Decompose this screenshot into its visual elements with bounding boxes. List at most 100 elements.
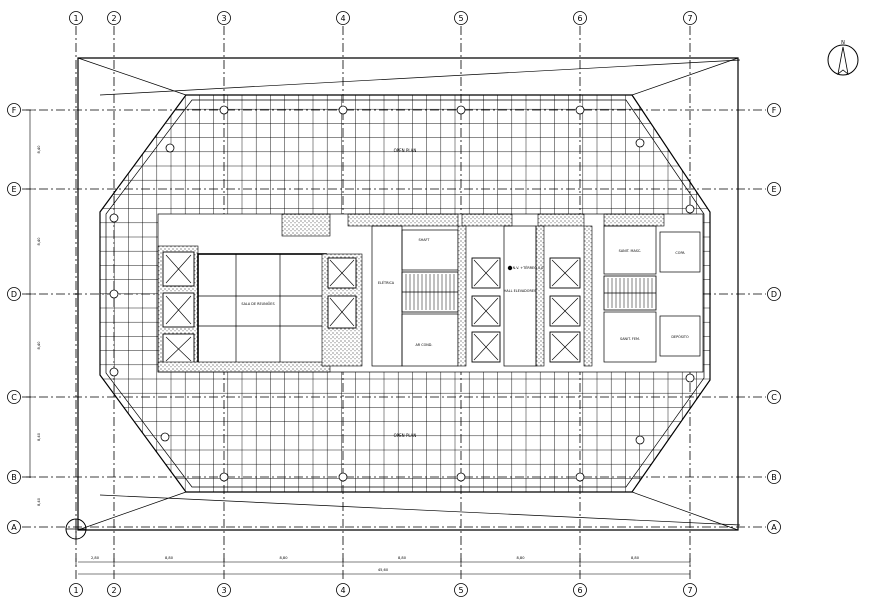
meeting-room-label: SALA DE REUNIÕES	[241, 301, 274, 306]
column	[456, 472, 466, 482]
origin-marker	[65, 518, 87, 540]
grid-bubble-row-E-left: E	[7, 182, 21, 196]
grid-bubble-col-3-top: 3	[217, 11, 231, 25]
column	[456, 105, 466, 115]
grid-bubble-col-4-top: 4	[336, 11, 350, 25]
dimension-label: 8,80	[165, 556, 174, 560]
grid-bubble-col-5-bottom: 5	[454, 583, 468, 597]
grid-bubble-col-4-bottom: 4	[336, 583, 350, 597]
column	[338, 105, 348, 115]
svg-text:F: F	[772, 106, 777, 115]
column	[338, 472, 348, 482]
svg-text:2: 2	[111, 586, 116, 595]
north-arrow-icon	[837, 46, 849, 75]
north-label: N	[841, 40, 845, 46]
dimension-label: 8,40	[37, 237, 41, 246]
shaft-label: SHAFT	[419, 238, 431, 242]
outer-perimeter	[77, 57, 741, 531]
grid-bubble-row-D-left: D	[7, 287, 21, 301]
grid-bubble-row-F-right: F	[767, 103, 781, 117]
column	[219, 472, 229, 482]
svg-text:5: 5	[458, 14, 463, 23]
svg-text:4: 4	[340, 14, 345, 23]
column	[160, 432, 170, 442]
dimension-label: 8,80	[516, 556, 525, 560]
grid-bubble-col-3-bottom: 3	[217, 583, 231, 597]
north-arrow: N	[827, 40, 859, 76]
building-core: SALA DE REUNIÕES SHAFT AR COND. ELÉTRICA	[157, 213, 704, 373]
svg-text:6: 6	[577, 14, 582, 23]
grid-bubble-col-7-bottom: 7	[683, 583, 697, 597]
svg-text:4: 4	[340, 586, 345, 595]
dimension-total-label: 45,60	[378, 568, 389, 572]
dimension-label: 8,40	[37, 341, 41, 350]
svg-text:D: D	[11, 290, 17, 299]
column	[165, 143, 175, 153]
svg-text:7: 7	[687, 586, 692, 595]
grid-bubble-row-F-left: F	[7, 103, 21, 117]
grid-bubble-row-D-right: D	[767, 287, 781, 301]
elevator-hall-label: HALL ELEVADORES	[504, 289, 536, 293]
svg-text:1: 1	[73, 14, 78, 23]
grid-bubble-col-2-top: 2	[107, 11, 121, 25]
svg-text:F: F	[12, 106, 17, 115]
level-marker-icon	[507, 265, 513, 271]
svg-text:2: 2	[111, 14, 116, 23]
grid-bubble-col-6-top: 6	[573, 11, 587, 25]
toilets-female-label: SANIT. FEM.	[620, 337, 640, 341]
grid-bubble-col-5-top: 5	[454, 11, 468, 25]
svg-text:A: A	[11, 523, 17, 532]
column	[635, 138, 645, 148]
column	[635, 435, 645, 445]
toilets-male-label: SANIT. MASC.	[619, 249, 642, 253]
open-plan-north-label: OPEN PLAN	[394, 148, 417, 153]
column	[109, 367, 119, 377]
svg-text:D: D	[771, 290, 777, 299]
svg-text:3: 3	[221, 586, 226, 595]
dimension-label: 2,80	[91, 556, 100, 560]
column	[109, 289, 119, 299]
open-plan-south-label: OPEN PLAN	[394, 433, 417, 438]
column	[219, 105, 229, 115]
column	[575, 472, 585, 482]
dimension-label: 8,80	[631, 556, 640, 560]
level-marker-label: N.V. +TÉRREO 0.0	[513, 265, 544, 270]
dimension-label: 8,80	[279, 556, 288, 560]
column	[575, 105, 585, 115]
grid-bubble-row-B-right: B	[767, 470, 781, 484]
dimension-lines: 2,80 8,80 8,80 8,80 8,80 8,80 45,60 8,40 8,40 8,4…	[26, 109, 691, 575]
dimension-label: 8,40	[37, 432, 41, 441]
grid-bubble-col-1-top: 1	[69, 11, 83, 25]
svg-text:7: 7	[687, 14, 692, 23]
grid-bubble-col-6-bottom: 6	[573, 583, 587, 597]
svg-text:E: E	[11, 185, 16, 194]
grid-bubble-row-A-left: A	[7, 520, 21, 534]
column	[109, 213, 119, 223]
grid-bubble-row-C-right: C	[767, 390, 781, 404]
svg-text:3: 3	[221, 14, 226, 23]
grid-bubble-col-2-bottom: 2	[107, 583, 121, 597]
grid-bubble-row-B-left: B	[7, 470, 21, 484]
dimension-label: 8,80	[398, 556, 407, 560]
columns	[109, 105, 695, 482]
svg-text:B: B	[771, 473, 777, 482]
svg-text:A: A	[771, 523, 777, 532]
svg-text:5: 5	[458, 586, 463, 595]
column	[685, 204, 695, 214]
grid-bubble-col-7-top: 7	[683, 11, 697, 25]
pantry-label: COPA	[675, 251, 685, 255]
column	[685, 373, 695, 383]
svg-text:C: C	[771, 393, 777, 402]
dimension-label: 8,40	[37, 145, 41, 154]
grid-bubble-row-A-right: A	[767, 520, 781, 534]
dimension-label: 8,40	[37, 497, 41, 506]
svg-text:6: 6	[577, 586, 582, 595]
svg-text:C: C	[11, 393, 17, 402]
svg-text:B: B	[11, 473, 17, 482]
storage-label: DEPÓSITO	[671, 334, 689, 339]
elec-label: ELÉTRICA	[378, 280, 395, 285]
grid-bubble-row-E-right: E	[767, 182, 781, 196]
grid-bubble-col-1-bottom: 1	[69, 583, 83, 597]
